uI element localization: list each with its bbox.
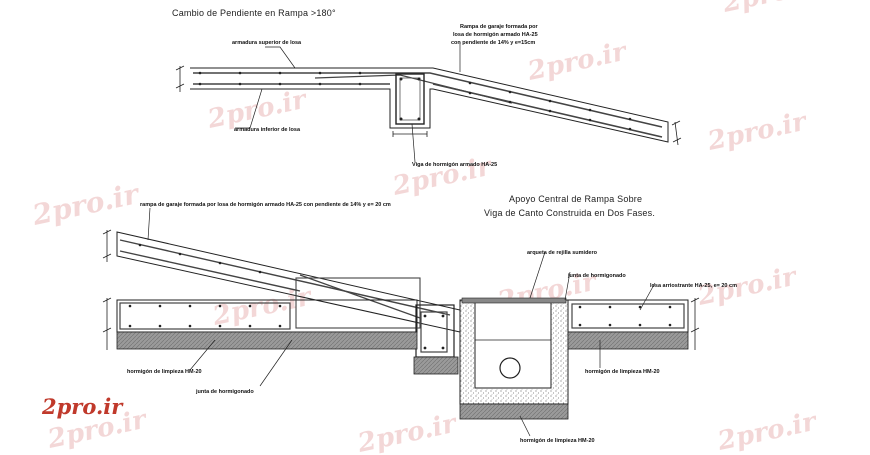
note-blinding-left: hormigón de limpieza HM-20: [127, 369, 202, 375]
note-blinding-bottom: hormigón de limpieza HM-20: [520, 438, 595, 444]
note-blinding-right: hormigón de limpieza HM-20: [585, 369, 660, 375]
note-bracing-slab: losa arriostrante HA-25, e= 20 cm: [650, 283, 737, 289]
watermark: 2pro.ir: [704, 106, 811, 157]
watermark: 2pro.ir: [354, 408, 461, 455]
note-upper-reinforcement: armadura superior de losa: [232, 40, 302, 46]
watermark: 2pro.ir: [524, 36, 631, 87]
watermark: 2pro.ir: [209, 281, 316, 332]
note-joint-bottom: junta de hormigonado: [195, 389, 254, 395]
watermark: 2pro.ir: [719, 0, 826, 19]
watermark: 2pro.ir: [389, 151, 496, 202]
watermark: 2pro.ir: [714, 406, 821, 455]
detail-top-title: Cambio de Pendiente en Rampa >180°: [172, 8, 336, 18]
note-lower-reinforcement: armadura inferior de losa: [234, 127, 301, 133]
note-ramp-line2: losa de hormigón armado HA-25: [453, 32, 538, 38]
detail-central-support: Apoyo Central de Rampa Sobre Viga de Can…: [102, 194, 737, 444]
note-ramp-line3: con pendiente de 14% y e=15cm: [451, 40, 535, 46]
brand-logo: 2pro.ir: [41, 394, 124, 419]
note-grate: arqueta de rejilla sumidero: [527, 250, 598, 256]
note-ramp-slab: rampa de garaje formada por losa de horm…: [140, 202, 391, 208]
note-joint-top: junta de hormigonado: [567, 273, 626, 279]
detail-slope-change: Cambio de Pendiente en Rampa >180° armad…: [172, 8, 682, 168]
detail-bottom-title-line2: Viga de Canto Construida en Dos Fases.: [484, 208, 655, 218]
note-ramp-line1: Rampa de garaje formada por: [460, 24, 538, 30]
note-beam: Viga de hormigón armado HA-25: [412, 162, 497, 168]
detail-bottom-title-line1: Apoyo Central de Rampa Sobre: [509, 194, 642, 204]
watermark: 2pro.ir: [29, 177, 144, 232]
